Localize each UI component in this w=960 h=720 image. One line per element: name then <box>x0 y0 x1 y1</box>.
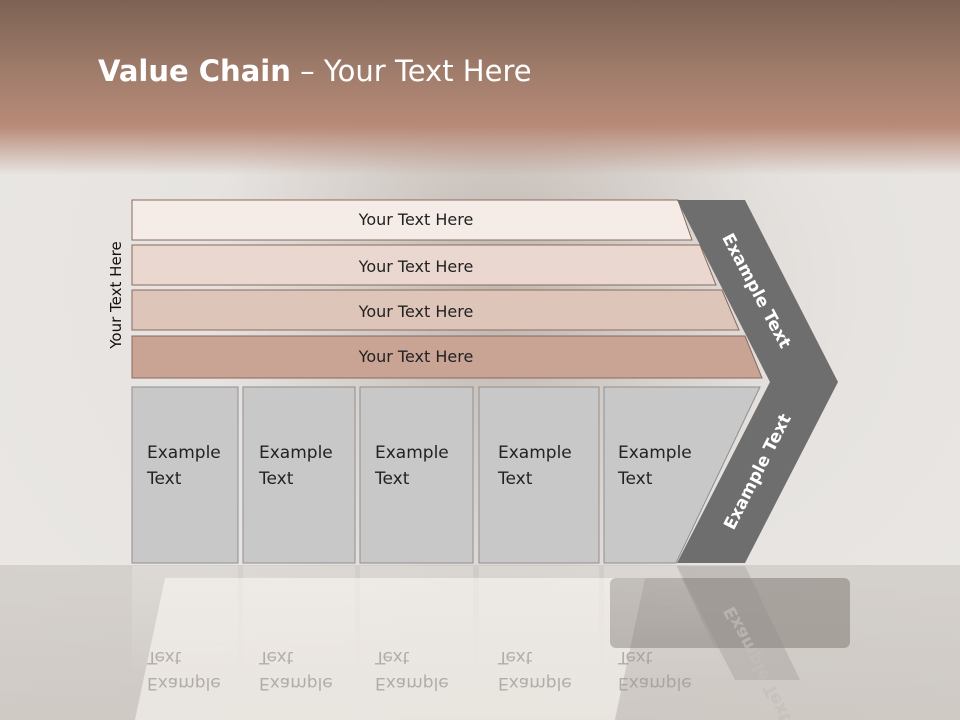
column-4-line2-reflection: Text <box>497 647 533 667</box>
title-rest: Your Text Here <box>323 54 532 88</box>
column-1-line1: Example <box>147 443 221 463</box>
column-2-line2: Text <box>258 469 294 489</box>
bar-2[interactable] <box>131 244 717 286</box>
column-5-line2: Text <box>617 469 653 489</box>
bar-4[interactable] <box>131 335 763 379</box>
column-1-reflection <box>132 566 238 686</box>
column-3[interactable] <box>359 386 474 564</box>
column-5-line1: Example <box>618 443 692 463</box>
column-3-reflection <box>360 566 473 686</box>
title-separator: – <box>290 54 324 88</box>
bar-4-label: Your Text Here <box>358 347 474 366</box>
column-1-line2: Text <box>146 469 182 489</box>
column-3-line1: Example <box>375 443 449 463</box>
column-4[interactable] <box>478 386 600 564</box>
diagram-reflection <box>132 566 800 686</box>
column-5[interactable] <box>603 386 761 564</box>
title-bold: Value Chain <box>98 54 291 88</box>
column-5-line1-reflection: Example <box>618 673 692 693</box>
column-3-line2-reflection: Text <box>374 647 410 667</box>
column-3-line2: Text <box>374 469 410 489</box>
column-3-line1-reflection: Example <box>375 673 449 693</box>
bar-3-label: Your Text Here <box>358 302 474 321</box>
title-banner <box>0 0 960 175</box>
bar-1[interactable] <box>131 199 693 241</box>
column-2-reflection <box>243 566 355 686</box>
chevron-upper[interactable] <box>677 200 838 382</box>
column-2-line2-reflection: Text <box>258 647 294 667</box>
bar-3[interactable] <box>131 289 740 331</box>
column-4-line2: Text <box>497 469 533 489</box>
column-5-line2-reflection: Text <box>617 647 653 667</box>
bar-2-label: Your Text Here <box>358 257 474 276</box>
column-4-line1: Example <box>498 443 572 463</box>
chevron-reflection <box>677 566 800 680</box>
column-2-line1: Example <box>259 443 333 463</box>
chevron-lower[interactable] <box>677 382 838 563</box>
slide-title[interactable]: Value Chain – Your Text Here <box>98 54 532 88</box>
column-2[interactable] <box>242 386 356 564</box>
column-1-line2-reflection: Text <box>146 647 182 667</box>
column-4-reflection <box>479 566 599 686</box>
bar-1-label: Your Text Here <box>358 210 474 229</box>
column-1[interactable] <box>131 386 239 564</box>
column-2-line1-reflection: Example <box>259 673 333 693</box>
column-5-reflection <box>604 566 730 680</box>
column-4-line1-reflection: Example <box>498 673 572 693</box>
column-1-line1-reflection: Example <box>147 673 221 693</box>
